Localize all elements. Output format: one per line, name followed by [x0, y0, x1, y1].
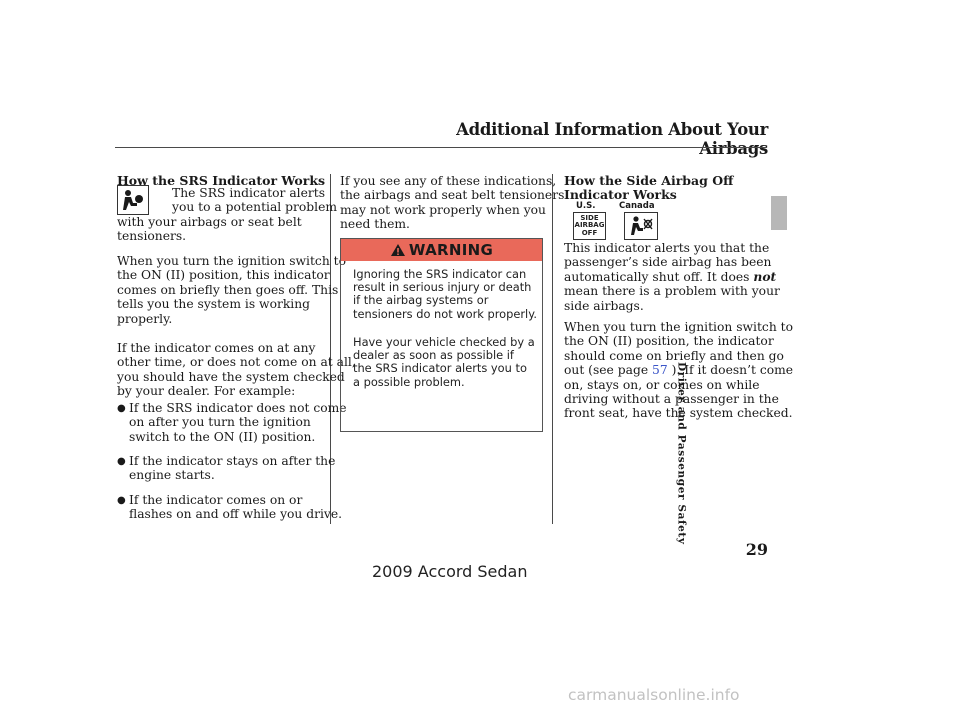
column-divider-right [552, 174, 553, 524]
warning-triangle-icon [390, 244, 405, 256]
warning-text-1: Ignoring the SRS indicator can result in… [353, 267, 537, 321]
column-divider-left [330, 174, 331, 524]
section-side-label: Driver and Passenger Safety [675, 362, 688, 545]
side-airbag-paragraph-2: When you turn the ignition switch to the… [564, 320, 794, 421]
bullet-dot-icon: ● [117, 403, 126, 414]
us-label: U.S. [576, 201, 596, 211]
side-airbag-paragraph-1: This indicator alerts you that the passe… [564, 241, 780, 313]
srs-intro-line: The SRS indicator alerts [172, 186, 326, 200]
page-title: Additional Information About Your Airbag… [456, 120, 768, 158]
bullet-item: If the SRS indicator does not come on af… [129, 401, 347, 444]
section-tab-marker [771, 196, 787, 230]
indications-paragraph: If you see any of these indications, the… [340, 174, 565, 232]
srs-intro-line: you to a potential problem [172, 200, 338, 215]
srs-heading: How the SRS Indicator Works [117, 173, 326, 188]
warning-text-2: Have your vehicle checked by a dealer as… [353, 335, 535, 389]
title-divider [115, 147, 767, 148]
side-airbag-heading: How the Side Airbag Off Indicator Works [564, 173, 734, 202]
page-reference-link[interactable]: 57 [652, 363, 668, 378]
bullet-dot-icon: ● [117, 456, 126, 467]
canada-label: Canada [619, 201, 655, 211]
side-airbag-off-us-icon: SIDE AIRBAG OFF [573, 212, 606, 240]
srs-intro-line: with your airbags or seat belt [117, 215, 302, 229]
footer-model-name: 2009 Accord Sedan [372, 562, 528, 581]
side-airbag-off-canada-icon [624, 212, 658, 240]
page-number: 29 [745, 540, 768, 559]
warning-box [340, 238, 543, 432]
site-watermark: carmanualsonline.info [568, 686, 740, 704]
srs-paragraph-check: If the indicator comes on at any other t… [117, 341, 356, 399]
bullet-item: If the indicator comes on or flashes on … [129, 493, 343, 522]
warning-banner: WARNING [341, 239, 542, 261]
emphasis-not: not [753, 268, 777, 284]
bullet-item: If the indicator stays on after the engi… [129, 454, 336, 483]
srs-intro-line: tensioners. [117, 229, 187, 244]
bullet-dot-icon: ● [117, 495, 126, 506]
warning-label: WARNING [408, 241, 494, 259]
srs-paragraph-working: When you turn the ignition switch to the… [117, 254, 346, 326]
srs-indicator-icon [117, 185, 149, 215]
